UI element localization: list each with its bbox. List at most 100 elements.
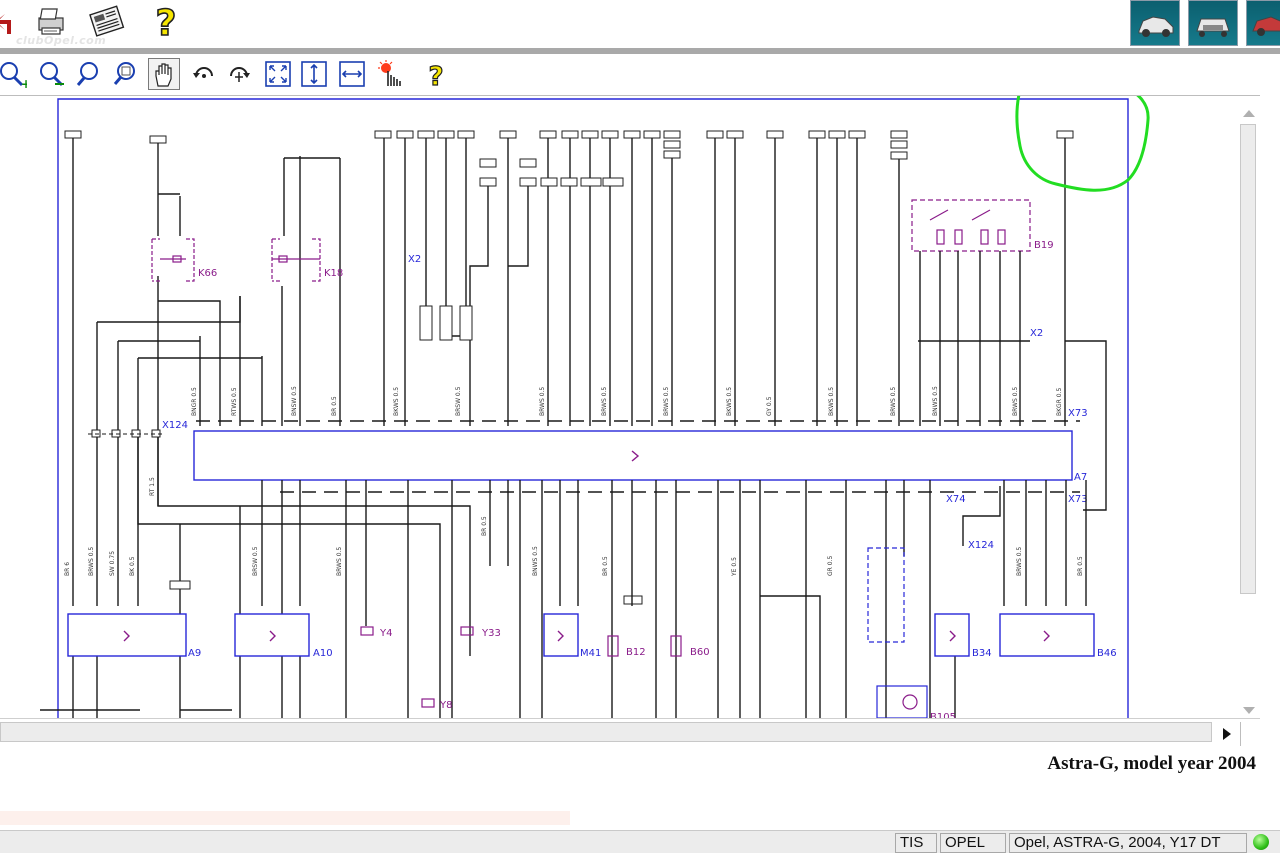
svg-text:K66: K66 bbox=[198, 268, 217, 279]
fit-height-icon[interactable] bbox=[298, 58, 330, 90]
svg-text:BRSW 0.5: BRSW 0.5 bbox=[455, 386, 462, 416]
zoom-toolbar: + ? bbox=[0, 54, 1280, 96]
watermark-text: clubOpel.com bbox=[16, 34, 107, 47]
svg-text:X74: X74 bbox=[946, 494, 966, 505]
svg-text:BKWS 0.5: BKWS 0.5 bbox=[828, 387, 835, 416]
svg-text:X2: X2 bbox=[408, 254, 421, 265]
svg-text:BKGR 0.5: BKGR 0.5 bbox=[1056, 387, 1063, 416]
svg-text:X124: X124 bbox=[968, 540, 994, 551]
svg-text:BR 6: BR 6 bbox=[64, 562, 71, 576]
main-toolbar: ? clubOpel.com bbox=[0, 0, 1280, 48]
fuse-terminals bbox=[64, 130, 1074, 160]
status-make: OPEL bbox=[940, 833, 1006, 853]
toolbar-divider bbox=[0, 95, 1260, 96]
relay-k66: K66 bbox=[151, 238, 217, 282]
pan-hand-icon[interactable] bbox=[148, 58, 180, 90]
svg-text:BRWS 0.5: BRWS 0.5 bbox=[1012, 387, 1019, 416]
wire-splice-boxes bbox=[169, 158, 643, 605]
svg-text:Y4: Y4 bbox=[379, 628, 392, 639]
svg-text:X124: X124 bbox=[162, 420, 188, 431]
svg-text:BKWS 0.5: BKWS 0.5 bbox=[393, 387, 400, 416]
svg-text:BRWS 0.5: BRWS 0.5 bbox=[539, 387, 546, 416]
scroll-up-arrow-icon[interactable] bbox=[1242, 106, 1256, 124]
fit-page-icon[interactable] bbox=[262, 58, 294, 90]
svg-text:GY 0.5: GY 0.5 bbox=[766, 396, 773, 416]
svg-text:RTWS 0.5: RTWS 0.5 bbox=[231, 387, 238, 416]
rotate-left-icon[interactable] bbox=[188, 58, 220, 90]
actuators: Y4 Y33 Y8 B12 B60 B105 bbox=[360, 547, 956, 718]
help-icon[interactable]: ? bbox=[420, 58, 452, 90]
zoom-window-icon[interactable] bbox=[110, 58, 142, 90]
svg-text:B19: B19 bbox=[1034, 240, 1054, 251]
scroll-right-arrow-icon[interactable] bbox=[1220, 726, 1234, 747]
svg-text:BRWS 0.5: BRWS 0.5 bbox=[601, 387, 608, 416]
svg-text:A10: A10 bbox=[313, 648, 333, 659]
wiring-diagram: K66 K18 B19 bbox=[40, 96, 1150, 718]
message-strip bbox=[0, 811, 570, 825]
module-labels: A9 A10 M41 B34 B46 bbox=[188, 648, 1117, 659]
scroll-corner bbox=[1240, 722, 1260, 746]
svg-text:?: ? bbox=[156, 3, 177, 41]
scroll-down-arrow-icon[interactable] bbox=[1242, 704, 1256, 722]
svg-text:Y33: Y33 bbox=[481, 628, 501, 639]
horizontal-scroll-thumb[interactable] bbox=[0, 722, 1212, 742]
svg-text:BR 0.5: BR 0.5 bbox=[602, 556, 609, 576]
svg-text:BNWS 0.5: BNWS 0.5 bbox=[932, 386, 939, 416]
svg-text:A9: A9 bbox=[188, 648, 201, 659]
highlight-tool-icon[interactable] bbox=[376, 58, 408, 90]
svg-text:BNGR 0.5: BNGR 0.5 bbox=[191, 387, 198, 416]
svg-text:X73: X73 bbox=[1068, 408, 1088, 419]
svg-text:Y8: Y8 bbox=[439, 700, 452, 711]
lower-wires bbox=[72, 480, 1087, 718]
rotate-right-icon[interactable] bbox=[223, 58, 255, 90]
svg-text:BRWS 0.5: BRWS 0.5 bbox=[1016, 547, 1023, 576]
svg-text:BR 0.5: BR 0.5 bbox=[1077, 556, 1084, 576]
fit-width-icon[interactable] bbox=[336, 58, 368, 90]
lower-modules bbox=[67, 613, 1095, 657]
svg-text:B34: B34 bbox=[972, 648, 992, 659]
svg-text:X2: X2 bbox=[1030, 328, 1043, 339]
print-icon[interactable] bbox=[30, 2, 72, 42]
diagram-caption: Astra-G, model year 2004 bbox=[1047, 753, 1256, 774]
relay-k18: K18 bbox=[271, 238, 343, 282]
vehicle-side-icon[interactable] bbox=[1246, 0, 1280, 46]
toolbar-separator bbox=[0, 48, 1280, 54]
back-arrow-icon[interactable] bbox=[0, 2, 28, 42]
svg-text:BRWS 0.5: BRWS 0.5 bbox=[88, 547, 95, 576]
status-led-icon bbox=[1253, 834, 1269, 850]
vehicle-select-icon[interactable] bbox=[1130, 0, 1180, 46]
newspaper-icon[interactable] bbox=[86, 2, 128, 42]
zoom-icon[interactable] bbox=[74, 58, 106, 90]
zoom-in-icon[interactable]: + bbox=[0, 58, 28, 90]
svg-text:+: + bbox=[21, 77, 27, 89]
svg-text:BK 0.5: BK 0.5 bbox=[129, 556, 136, 576]
svg-text:BR 0.5: BR 0.5 bbox=[481, 516, 488, 536]
b19-wires bbox=[918, 251, 1030, 426]
svg-text:BRSW 0.5: BRSW 0.5 bbox=[252, 546, 259, 576]
zoom-out-icon[interactable] bbox=[36, 58, 68, 90]
svg-text:A7: A7 bbox=[1074, 472, 1087, 483]
svg-text:M41: M41 bbox=[580, 648, 601, 659]
svg-text:BRWS 0.5: BRWS 0.5 bbox=[336, 547, 343, 576]
svg-text:X73: X73 bbox=[1068, 494, 1088, 505]
svg-text:BKWS 0.5: BKWS 0.5 bbox=[726, 387, 733, 416]
svg-text:YE 0.5: YE 0.5 bbox=[731, 557, 738, 577]
control-unit-a7 bbox=[193, 430, 1073, 481]
x124-lower-wires bbox=[96, 437, 159, 606]
vehicle-front-icon[interactable] bbox=[1188, 0, 1238, 46]
diagram-frame bbox=[57, 98, 1129, 718]
svg-text:RT 1.5: RT 1.5 bbox=[149, 477, 156, 496]
svg-text:BRWS 0.5: BRWS 0.5 bbox=[663, 387, 670, 416]
vertical-scroll-thumb[interactable] bbox=[1240, 124, 1256, 594]
annotation-highlight-circle bbox=[1015, 96, 1150, 192]
svg-text:B105: B105 bbox=[930, 712, 956, 718]
vertical-wires bbox=[72, 138, 1066, 606]
wire-color-labels: BR 6 BRWS 0.5 SW 0.75 BK 0.5 RT 1.5 BNGR… bbox=[64, 386, 1084, 577]
svg-text:B60: B60 bbox=[690, 647, 710, 658]
help-question-icon[interactable]: ? bbox=[145, 2, 187, 42]
svg-text:B46: B46 bbox=[1097, 648, 1117, 659]
svg-text:GR 0.5: GR 0.5 bbox=[827, 556, 834, 576]
status-app: TIS bbox=[895, 833, 937, 853]
wiring-diagram-viewport[interactable]: K66 K18 B19 bbox=[0, 96, 1258, 718]
